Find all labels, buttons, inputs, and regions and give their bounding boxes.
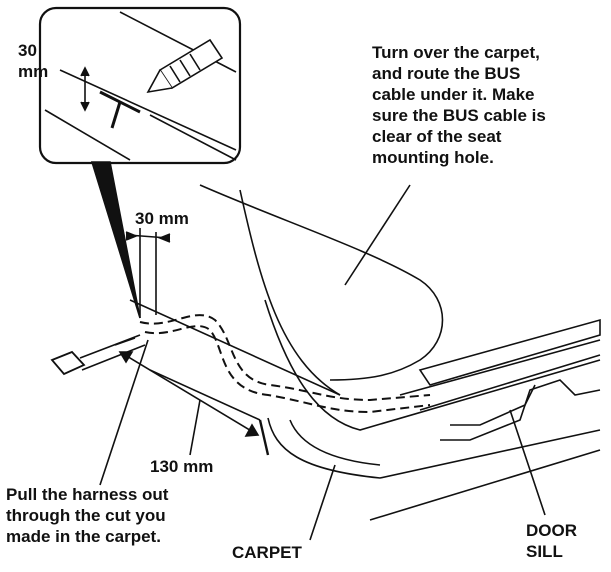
cut-length-label: 130 mm [150,457,214,476]
door-sill-label: DOOR SILL [526,521,577,561]
leader-pull [99,339,149,486]
bus-cable-route [139,314,431,414]
cutter-knife-icon [146,38,224,94]
inset-detail [38,6,242,165]
leader-carpet [309,464,336,541]
carpet-outline [129,184,601,521]
inset-dimension-label: 30 mm [18,41,49,81]
leader-instruction [344,184,411,286]
dimension-30mm [125,228,171,318]
route-instruction-text: Turn over the carpet, and route the BUS … [372,43,546,167]
cut-width-label: 30 mm [135,209,189,228]
harness-connector-icon [50,334,146,376]
carpet-label: CARPET [232,543,302,562]
door-sill [399,318,601,441]
dimension-130mm [114,337,260,437]
pull-harness-instruction: Pull the harness out through the cut you… [6,485,169,546]
callout-pointer [90,161,141,319]
leader-door-sill [509,409,546,516]
leader-130mm [189,399,201,456]
